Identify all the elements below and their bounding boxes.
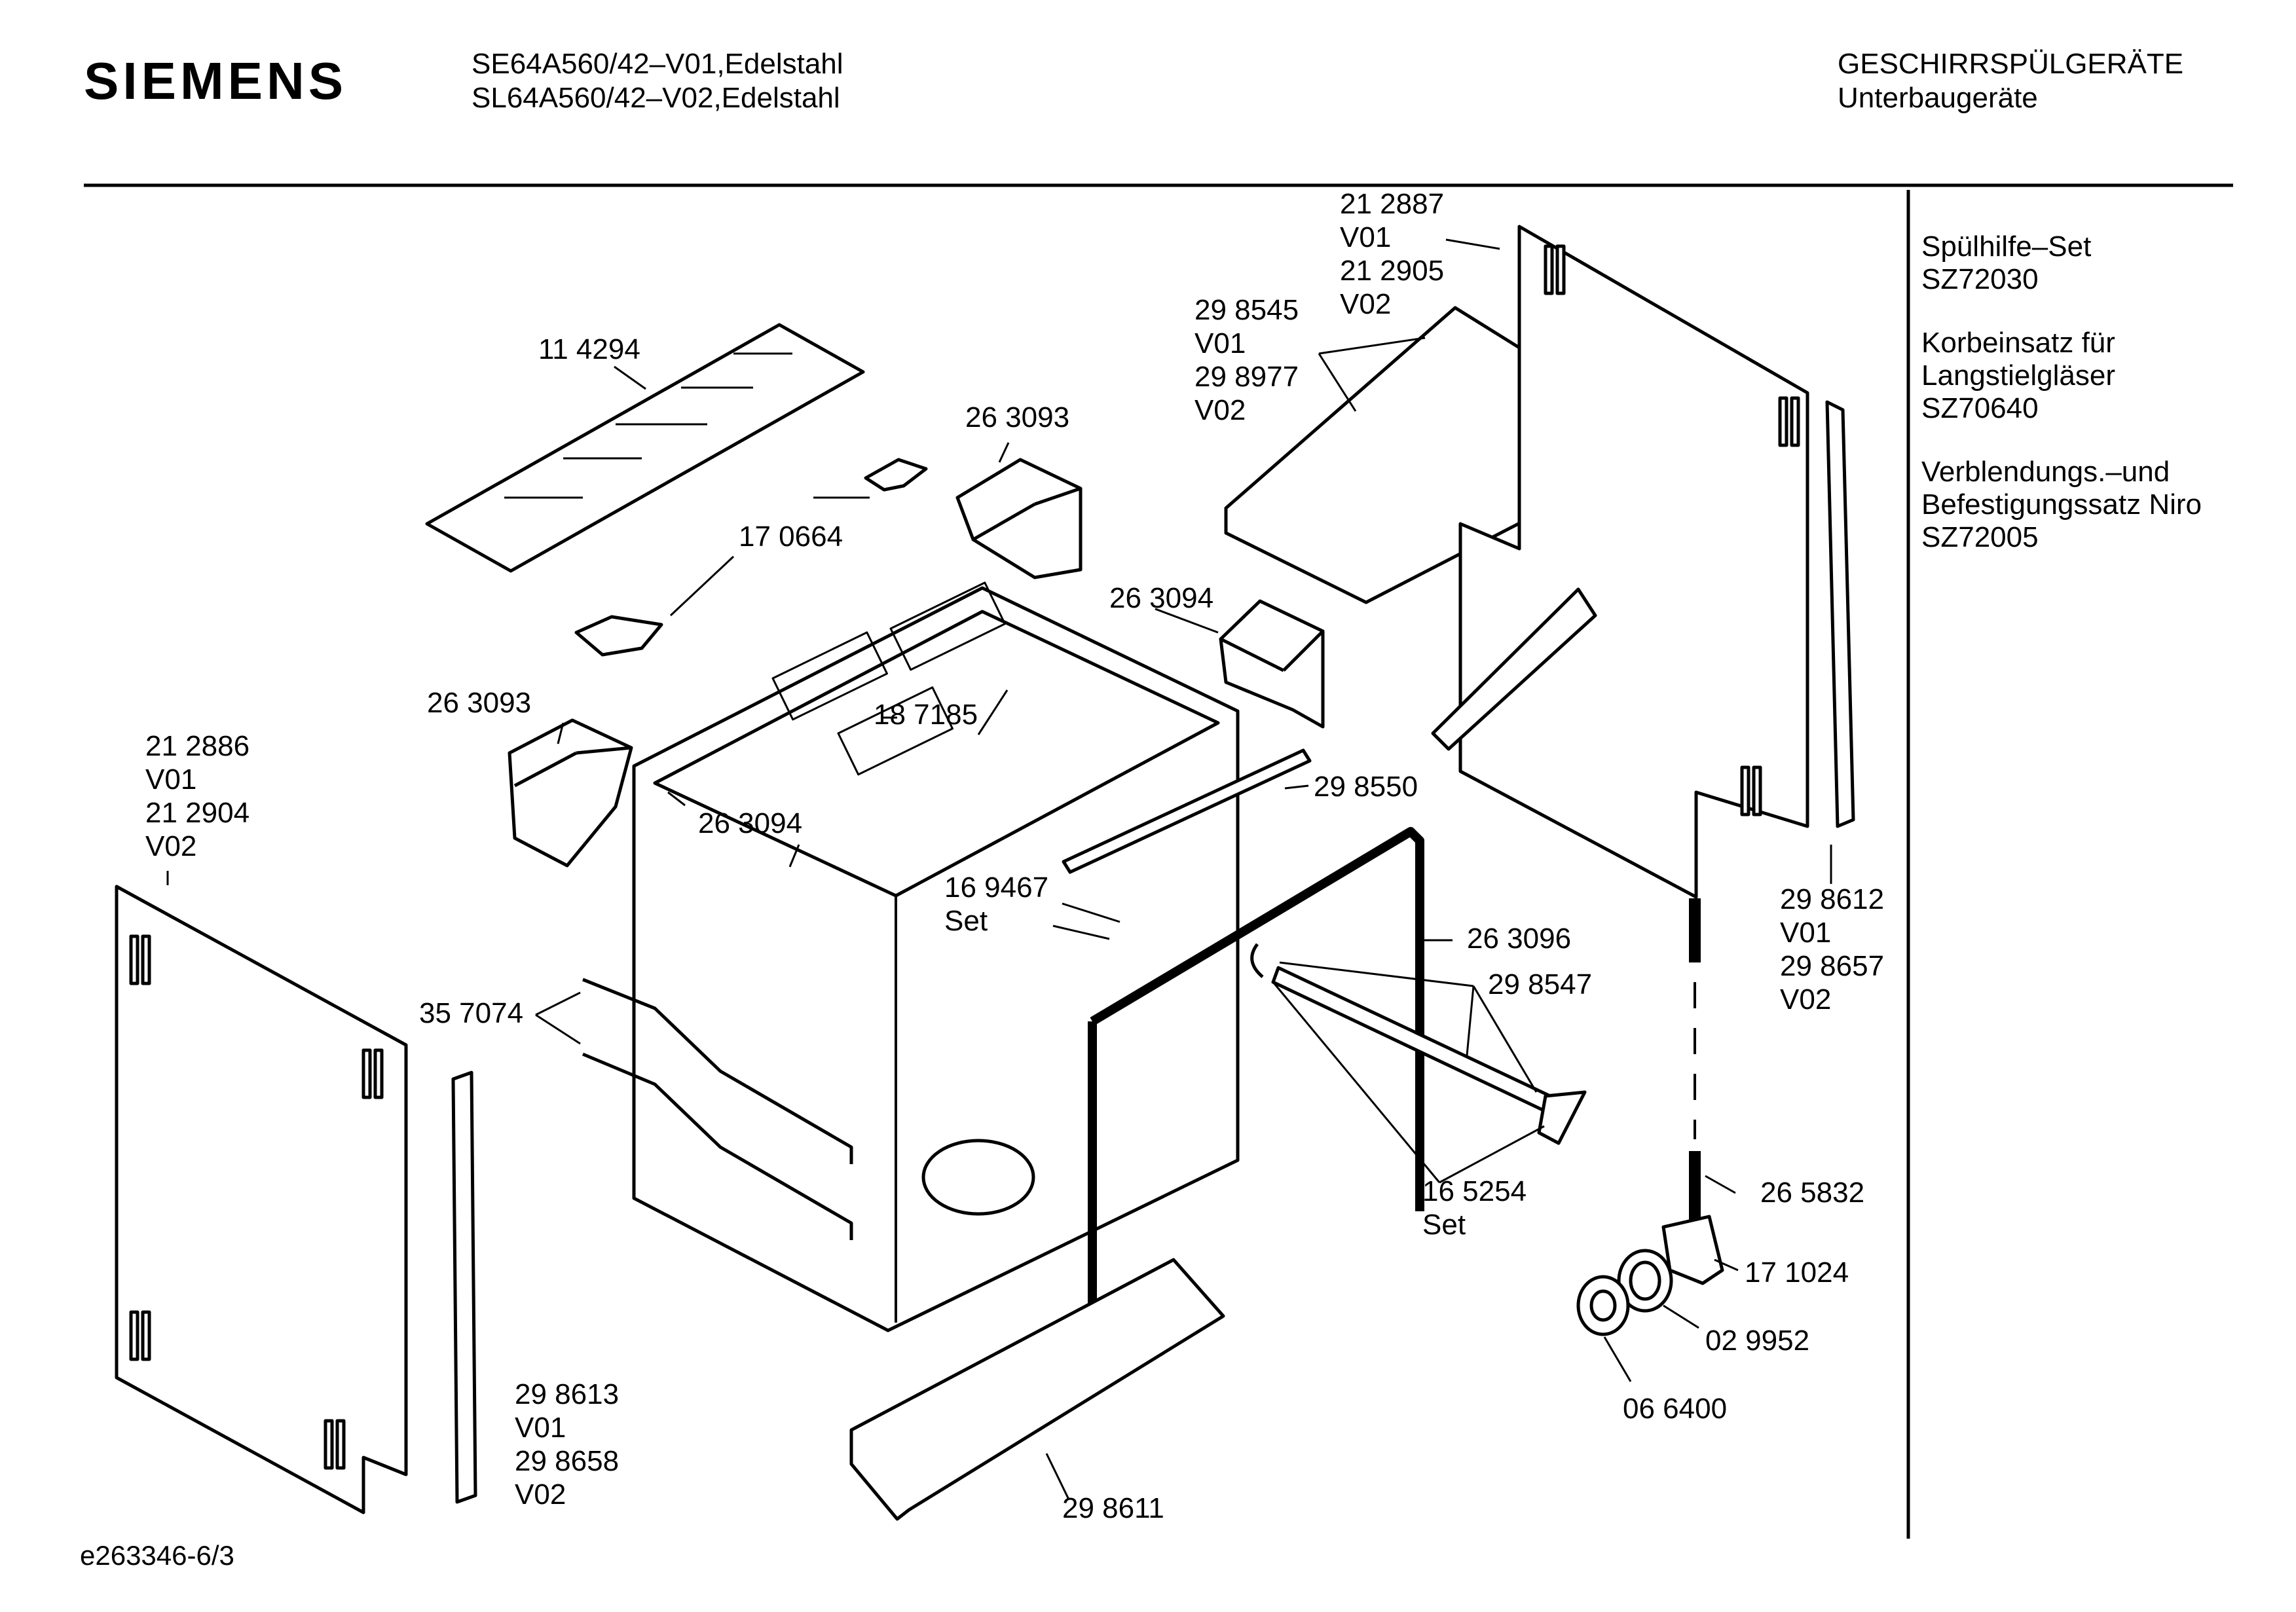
part-label: 17 0664 <box>739 521 843 553</box>
hinge-clip <box>1250 943 1264 978</box>
part-label: 26 5832 <box>1760 1177 1865 1209</box>
accessory-code: SZ72030 <box>1921 263 2039 295</box>
part-label: 29 8547 <box>1488 968 1593 1000</box>
part-label: 35 7074 <box>419 997 524 1029</box>
accessory-name: Langstielgläser <box>1921 359 2115 392</box>
plinth-strip <box>849 1258 1225 1521</box>
brand-logo: SIEMENS <box>84 52 348 110</box>
door-seal <box>1090 827 1424 1211</box>
mounting-bracket <box>864 458 928 492</box>
part-label: 26 3094 <box>698 807 803 839</box>
support-rod <box>1062 748 1312 874</box>
top-glass-panel <box>425 323 865 573</box>
part-label: 11 4294 <box>538 333 640 365</box>
sealing-ring-inner <box>1629 1260 1661 1301</box>
screw-cap-inner <box>1589 1289 1617 1322</box>
part-label: 29 8611 <box>1062 1492 1164 1524</box>
category-block: GESCHIRRSPÜLGERÄTE Unterbaugeräte <box>1838 47 2183 115</box>
part-label: 26 3093 <box>427 687 532 719</box>
part-label: 29 8550 <box>1314 771 1418 803</box>
part-label: 26 3093 <box>965 401 1070 433</box>
basket-rail <box>582 1052 853 1240</box>
hinge-block <box>955 458 1083 579</box>
model-line: SL64A560/42–V02,Edelstahl <box>472 82 840 114</box>
accessory-name: Spülhilfe–Set <box>1921 230 2092 263</box>
screw-cap <box>1576 1275 1630 1336</box>
accessories-list: Spülhilfe–Set SZ72030 Korbeinsatz für La… <box>1921 230 2202 585</box>
accessory-name: Verblendungs.–und <box>1921 456 2170 488</box>
dishwasher-tub <box>632 581 1240 1332</box>
model-line: SE64A560/42–V01,Edelstahl <box>472 48 843 80</box>
left-trim-strip <box>451 1071 477 1504</box>
accessory-name: Korbeinsatz für <box>1921 327 2115 359</box>
accessory-code: SZ72005 <box>1921 521 2039 553</box>
part-label: 17 1024 <box>1745 1256 1849 1289</box>
part-label: 26 3096 <box>1467 923 1572 955</box>
part-label: 02 9952 <box>1705 1325 1810 1357</box>
hinge-cover <box>1219 599 1325 729</box>
accessory-item: Korbeinsatz für Langstielgläser SZ70640 <box>1921 327 2202 425</box>
leader-lines <box>166 238 1832 1500</box>
sealing-ring <box>1617 1249 1673 1313</box>
mounting-bracket <box>574 615 663 657</box>
category-title: GESCHIRRSPÜLGERÄTE <box>1838 48 2184 80</box>
part-label: 06 6400 <box>1623 1393 1728 1425</box>
left-side-panel <box>115 885 408 1514</box>
hinge-block <box>508 718 633 868</box>
accessory-name: Befestigungssatz Niro <box>1921 488 2202 521</box>
right-side-panel <box>1431 225 1809 899</box>
subcategory-title: Unterbaugeräte <box>1838 82 2038 114</box>
hinge-hook <box>1537 1090 1587 1145</box>
accessory-item: Spülhilfe–Set SZ72030 <box>1921 230 2202 296</box>
right-trim-strip <box>1825 400 1855 828</box>
hose-connector <box>1661 1215 1724 1285</box>
drawing-code: e263346-6/3 <box>80 1540 234 1571</box>
accessory-code: SZ70640 <box>1921 392 2039 424</box>
model-list: SE64A560/42–V01,Edelstahl SL64A560/42–V0… <box>472 47 843 115</box>
basket-rail <box>582 978 853 1164</box>
accessory-item: Verblendungs.–und Befestigungssatz Niro … <box>1921 456 2202 554</box>
part-label: 26 3094 <box>1109 582 1214 614</box>
part-label: 18 7185 <box>874 699 978 731</box>
